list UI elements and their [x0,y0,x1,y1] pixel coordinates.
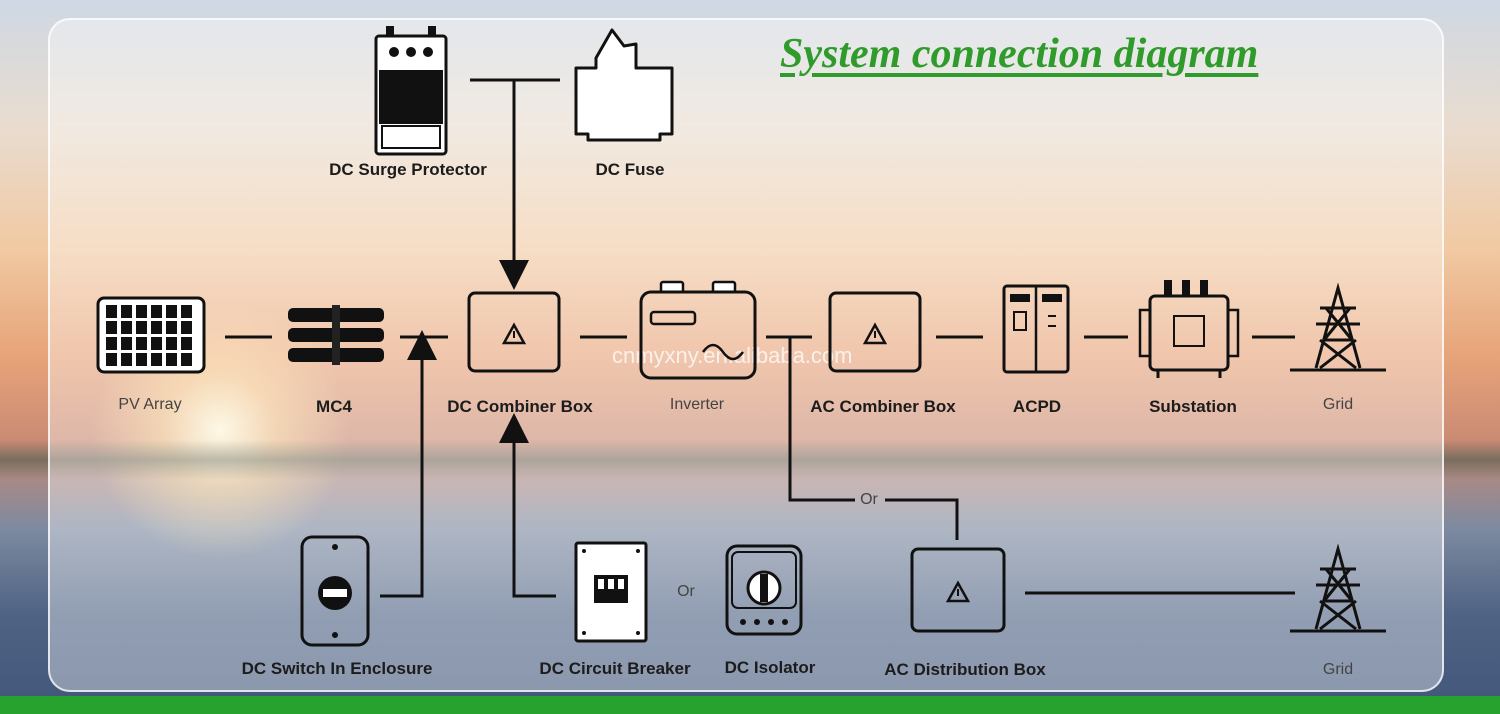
background-horizon [0,440,1500,480]
label-pv-array: PV Array [118,396,182,413]
isolator-icon [725,544,803,636]
enclosure-warning-icon [910,547,1006,633]
diagram-panel [48,18,1444,692]
label-ac-combiner-box: AC Combiner Box [810,397,956,416]
label-dc-combiner-box: DC Combiner Box [447,397,593,416]
label-grid-top: Grid [1322,396,1354,413]
label-dc-circuit-breaker: DC Circuit Breaker [539,659,691,678]
solar-panel-icon [96,296,206,374]
breaker-panel-icon [574,541,648,643]
transformer-icon [1138,280,1240,378]
enclosure-warning-icon [467,291,561,373]
label-dc-switch-in-enclosure: DC Switch In Enclosure [241,659,433,678]
cabinet-icon [1002,284,1070,374]
enclosure-warning-icon [828,291,922,373]
watermark: cnmyxny.en.alibaba.com [612,343,853,368]
pylon-icon [1290,282,1386,372]
connection-lines [225,78,1295,598]
label-inverter: Inverter [669,396,725,413]
fuse-holder-icon [574,28,674,142]
mc4-connector-icon [288,305,384,365]
label-or-ac-branch: Or [860,491,878,508]
label-dc-isolator: DC Isolator [724,658,816,677]
label-or-breaker-isolator: Or [677,583,695,600]
label-substation: Substation [1149,397,1237,416]
pylon-icon [1290,543,1386,633]
switch-enclosure-icon [300,535,370,647]
line-ac-branch-right [885,498,959,540]
inverter-icon [639,280,757,380]
label-dc-fuse: DC Fuse [595,160,665,179]
diagram-title: System connection diagram [780,31,1259,77]
label-ac-distribution-box: AC Distribution Box [884,660,1046,679]
bottom-accent-bar [0,696,1500,714]
label-acpd: ACPD [1012,397,1062,416]
arrow-breaker-to-combiner [499,413,556,598]
label-mc4: MC4 [316,397,352,416]
label-grid-bottom: Grid [1322,661,1354,678]
arrow-switch-to-mc4line [380,330,437,598]
line-ac-branch-left [788,337,855,502]
label-dc-surge-protector: DC Surge Protector [329,160,487,179]
surge-protector-icon [374,26,448,156]
